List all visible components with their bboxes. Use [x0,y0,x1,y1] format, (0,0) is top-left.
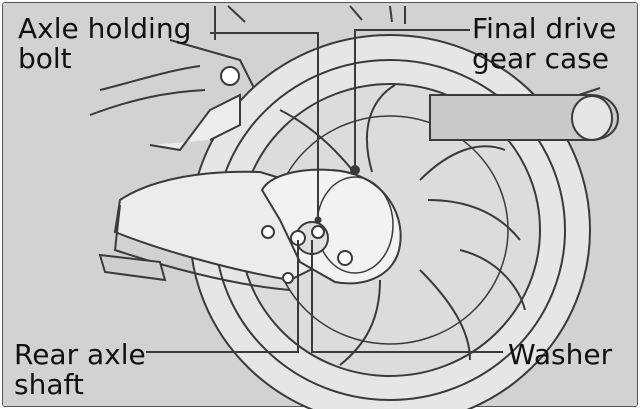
leader-lines [146,29,503,353]
leader-rear-axle-shaft [146,240,299,353]
leader-axle-holding-bolt [210,32,319,220]
label-rear-axle-line1: Rear axle [14,338,146,371]
leader-final-drive-gear-case [354,29,470,170]
washer-shape [311,225,325,239]
label-axle-holding-bolt-line1: Axle holding [18,12,192,45]
label-final-drive-gear-case: Final drive gear case [472,14,616,74]
label-rear-axle-shaft: Rear axle shaft [14,340,146,400]
label-rear-axle-line2: shaft [14,368,84,401]
wheel-spokes [279,84,526,366]
muffler [429,94,620,141]
label-washer: Washer [508,340,612,370]
leader-washer [311,240,503,353]
label-axle-holding-bolt-line2: bolt [18,42,72,75]
label-axle-holding-bolt: Axle holding bolt [18,14,191,74]
axle-hub [290,216,329,255]
label-final-drive-line2: gear case [472,42,609,75]
label-final-drive-line1: Final drive [472,12,617,45]
label-washer-line1: Washer [508,338,613,371]
